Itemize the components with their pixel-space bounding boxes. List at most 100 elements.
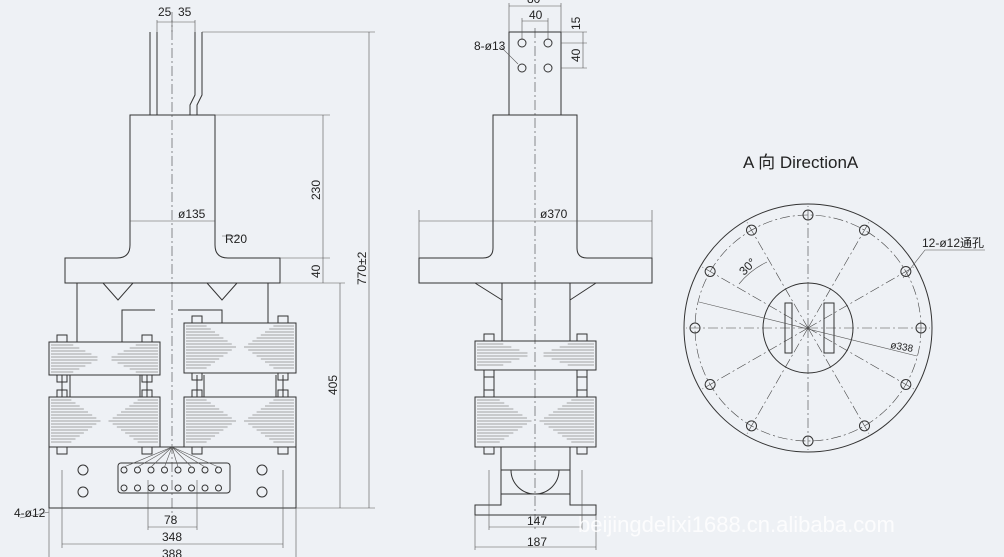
dim-348: 348 [162,530,182,544]
dim-8-holes: 8-ø13 [474,39,506,53]
bolt-hole [746,420,757,432]
dim-135: ø135 [178,207,206,221]
dim-40-x: 40 [529,8,543,22]
base-plate [48,446,297,509]
front-view: 25 35 ø135 R20 230 40 770±2 405 78 348 3… [14,5,375,557]
mounting-bolt [77,486,89,498]
coil [48,396,161,448]
terminal [201,484,209,492]
dim-40: 40 [309,264,323,278]
dim-4-holes: 4-ø12 [14,506,46,520]
nut [576,333,588,342]
radial-centerline [702,266,809,329]
terminal [161,484,168,492]
dim-15: 15 [569,16,583,30]
dim-770: 770±2 [355,251,369,285]
bolt-hole [802,435,814,447]
holes-label: 12-ø12通孔 [922,236,984,250]
lead-wire [150,446,173,468]
terminal [120,466,128,474]
busbars [149,32,203,115]
radial-centerline [807,266,914,329]
side-view: 80 40 15 40 8-ø13 ø370 147 187 [418,0,653,550]
dim-78: 78 [164,513,178,527]
dim-388: 388 [162,547,182,557]
dim-187: 187 [527,535,547,549]
nut [483,446,495,455]
dim-25: 25 [158,5,172,19]
nut [483,389,495,398]
bolt-hole [704,266,716,277]
terminal [215,484,222,492]
bolt-hole [900,379,912,390]
bolt-hole [802,209,814,221]
coil [48,341,161,376]
bushing [418,114,653,284]
nut [483,369,495,378]
nut [576,369,588,378]
nut [191,315,203,324]
bolt-hole [915,322,927,334]
lead-wire [171,446,192,468]
coil [183,322,297,374]
terminal [134,466,141,474]
nut [483,333,495,342]
nut [576,389,588,398]
dim-35: 35 [178,5,192,19]
lead-wire [164,446,173,468]
nut [56,334,68,343]
dim-405: 405 [326,375,340,395]
nut [191,446,203,455]
dim-370: ø370 [540,207,568,221]
terminal [134,484,141,492]
radial-centerline [807,327,914,390]
bolt-hole [689,322,701,334]
lead-wire [171,446,179,468]
radial-centerline [746,327,809,434]
bracket [474,447,597,516]
terminal [120,484,128,492]
dim-147: 147 [527,514,547,528]
flange-outline [683,203,933,453]
radial-centerline [807,222,870,329]
dim-80: 80 [527,0,541,6]
mounting-bolt [77,464,89,476]
nut [277,446,289,455]
bushing [64,114,281,284]
terminal [201,466,209,474]
nut [277,315,289,324]
mounting-bolt [256,486,268,498]
bolt-hole [704,379,716,390]
bolt-hole [859,224,870,236]
lead-wire [171,446,219,468]
nut [141,334,153,343]
radial-centerline [746,222,809,329]
terminal [188,466,195,474]
watermark: beijingdelixi1688.cn.alibaba.com [578,512,895,537]
nut [141,446,153,455]
bolt-hole [859,420,870,432]
terminal [147,484,155,492]
dim-r20: R20 [225,232,247,246]
terminal [215,466,222,474]
terminal [188,484,195,492]
direction-a-view: A 向 DirectionA 30° ø338 12-ø12通孔 [683,153,985,453]
radial-centerline [807,327,870,434]
radial-centerline [702,327,809,390]
terminal-block [117,462,231,494]
coil [474,340,597,371]
terminal [174,466,182,474]
lead-wire [171,446,206,468]
view-title: A 向 DirectionA [743,153,859,172]
lead-wire [123,446,173,468]
lead-wire [137,446,173,468]
bolt-circle-label: ø338 [889,340,914,355]
terminal [174,484,182,492]
angle-label: 30° [736,255,759,278]
bolt-hole [900,266,912,277]
bolt-hole [746,224,757,236]
mounting-bolt [256,464,268,476]
dim-40-y: 40 [569,48,583,62]
nut [576,446,588,455]
